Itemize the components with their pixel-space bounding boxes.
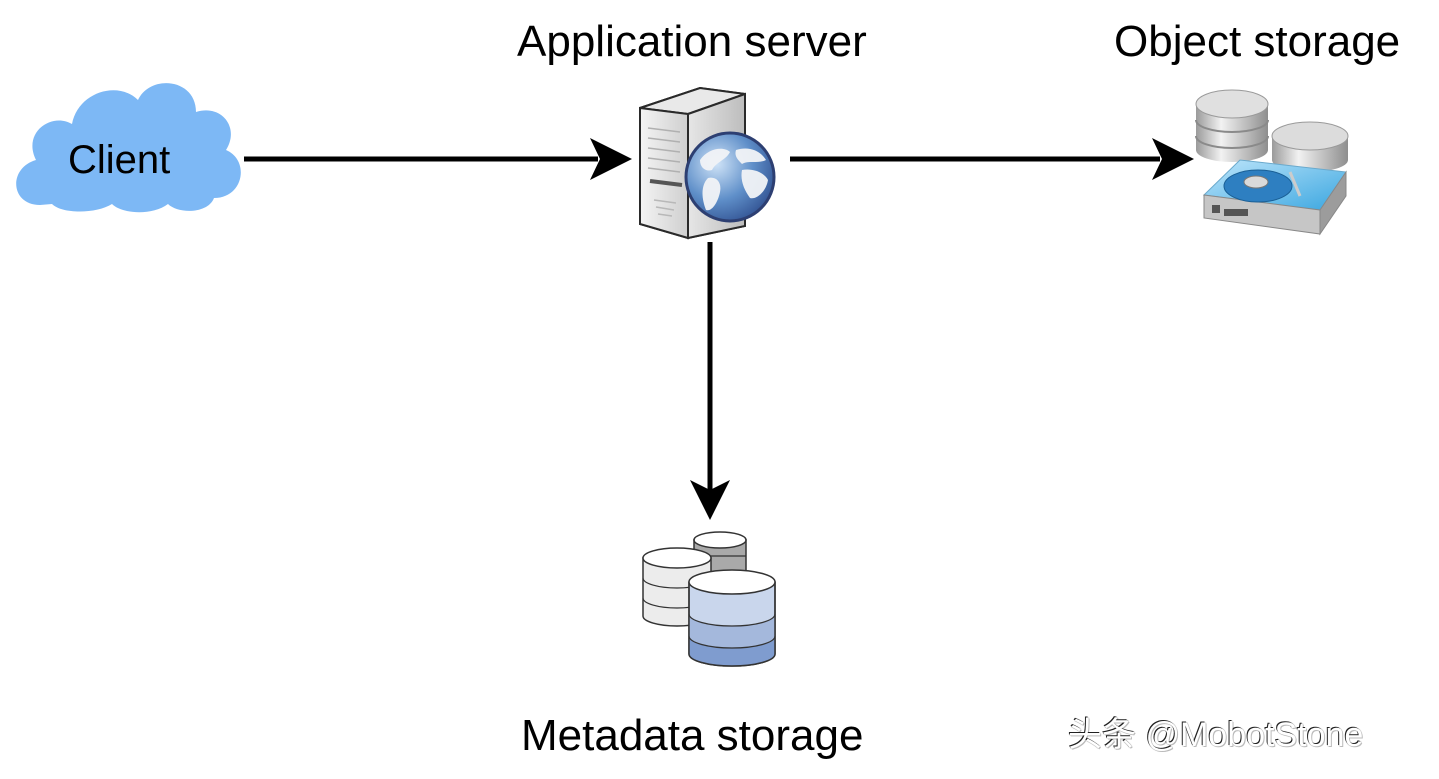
edge-app-server-to-object-storage: [790, 138, 1194, 180]
metadata-storage-label: Metadata storage: [521, 711, 864, 760]
client-cloud-icon[interactable]: [16, 83, 241, 213]
application-server-label: Application server: [517, 17, 867, 66]
edge-app-server-to-metadata-storage: [690, 242, 730, 520]
storage-array-icon[interactable]: [1195, 89, 1349, 236]
client-label: Client: [68, 138, 171, 182]
object-storage-label: Object storage: [1114, 17, 1401, 66]
database-cluster-icon[interactable]: [642, 531, 776, 667]
edge-client-to-app-server: [244, 138, 632, 180]
web-server-icon[interactable]: [639, 86, 776, 240]
watermark: 头条 @MobotStone: [1068, 716, 1364, 754]
